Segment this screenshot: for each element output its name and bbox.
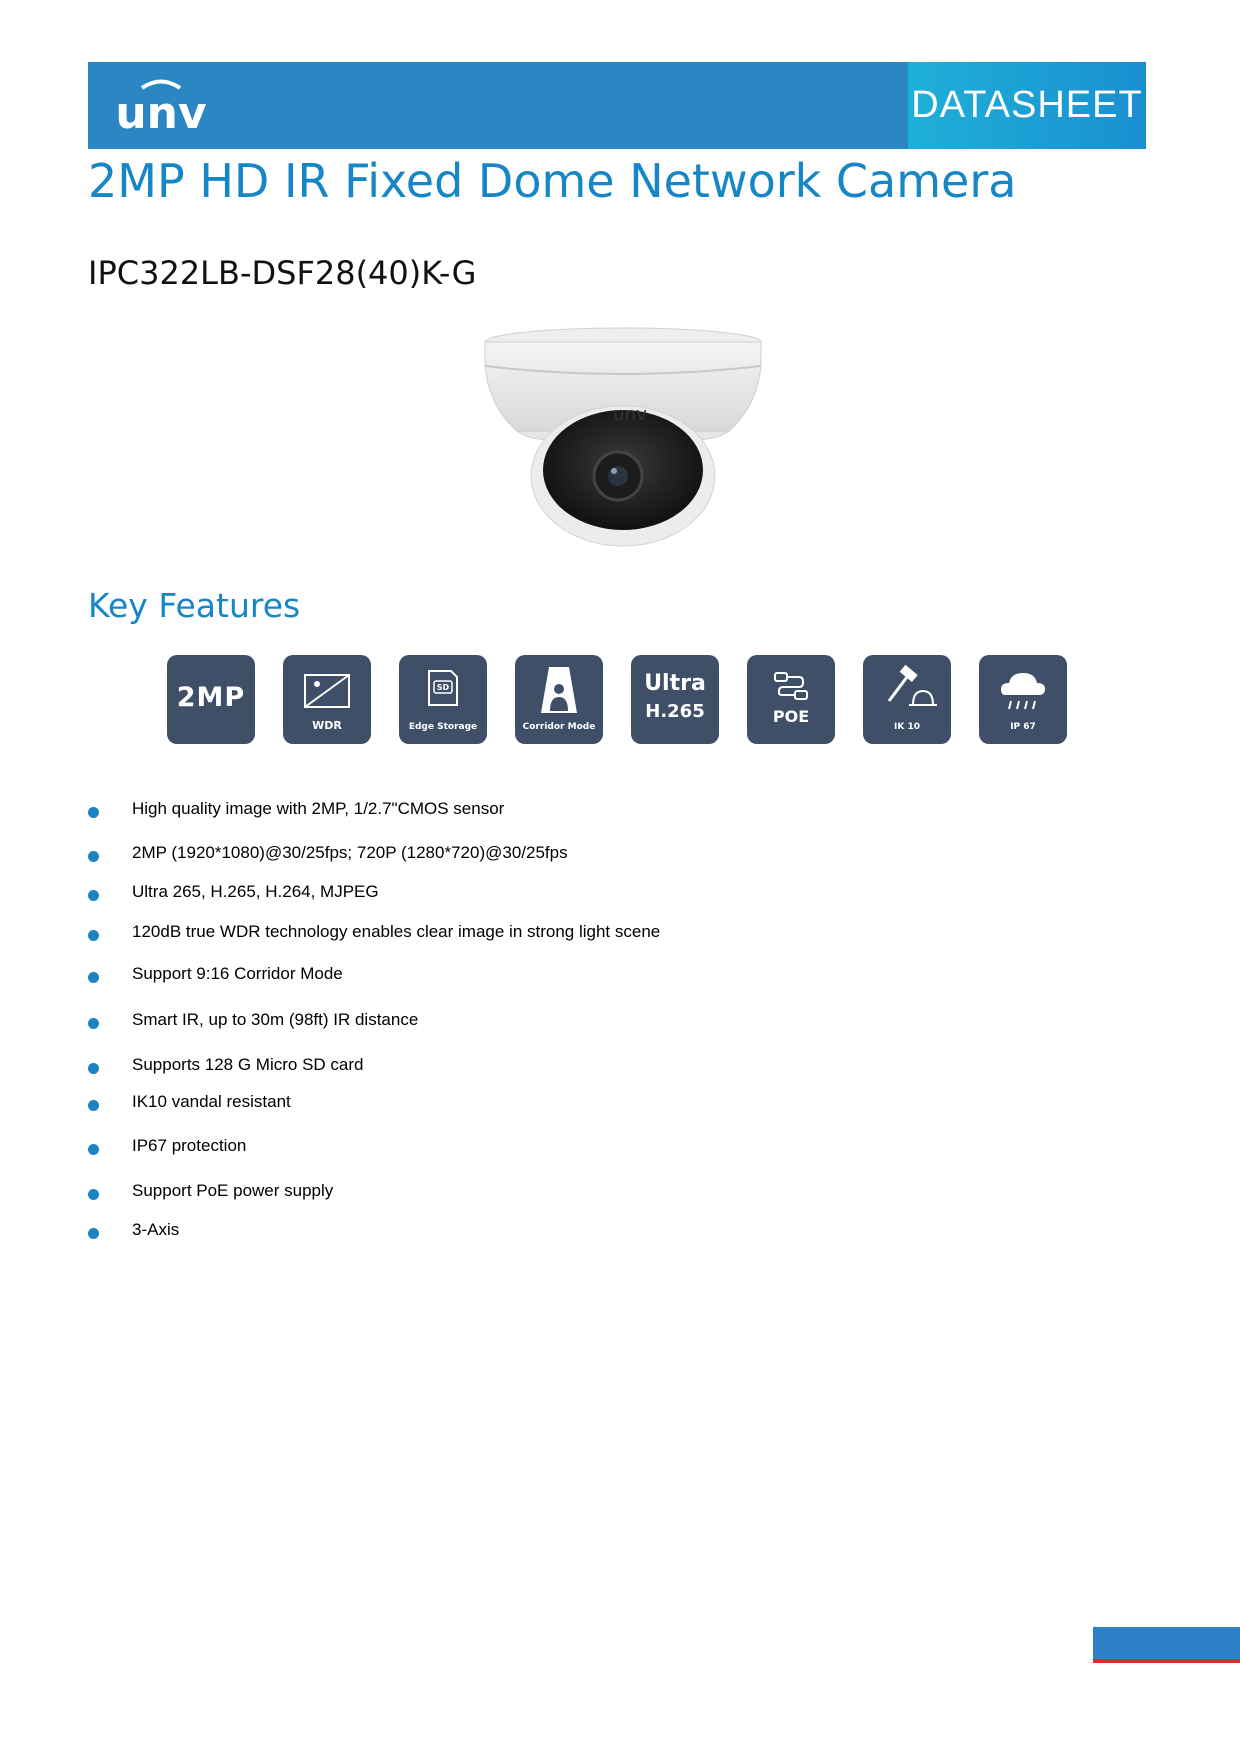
key-features-heading: Key Features — [88, 586, 301, 625]
header-bar: unv DATASHEET — [88, 62, 1146, 149]
2mp-icon: 2MP — [167, 655, 255, 744]
hammer-icon: IK 10 — [863, 655, 951, 744]
bullet-icon — [88, 1144, 99, 1155]
feature-icons-row: 2MP WDR SD Edge Storage Corridor Mode Ul… — [167, 655, 1071, 744]
poe-icon: POE — [747, 655, 835, 744]
poe-icon-label: POE — [772, 707, 810, 726]
page-title: 2MP HD IR Fixed Dome Network Camera — [88, 154, 1017, 208]
bullet-icon — [88, 1018, 99, 1029]
bullet-icon — [88, 1063, 99, 1074]
bullet-icon — [88, 890, 99, 901]
svg-text:SD: SD — [437, 683, 450, 692]
wdr-icon-label: WDR — [312, 719, 342, 732]
camera-logo: unv — [613, 404, 647, 425]
footer-accent-bar — [1093, 1627, 1240, 1663]
ultra-h265-icon: Ultra H.265 — [631, 655, 719, 744]
sd-card-icon-label: Edge Storage — [408, 722, 478, 732]
unv-logo: unv — [115, 79, 207, 136]
datasheet-badge: DATASHEET — [908, 62, 1146, 149]
bullet-icon — [88, 1228, 99, 1239]
hammer-icon-label: IK 10 — [894, 722, 920, 732]
bullet-icon — [88, 807, 99, 818]
rain-cloud-icon-label: IP 67 — [1010, 722, 1036, 732]
dome-camera-image: unv — [484, 327, 762, 547]
corridor-mode-icon-label: Corridor Mode — [522, 722, 596, 732]
2mp-icon-label: 2MP — [176, 682, 246, 713]
bullet-icon — [88, 851, 99, 862]
bullet-icon — [88, 972, 99, 983]
logo-text: unv — [115, 88, 207, 136]
model-number: IPC322LB-DSF28(40)K-G — [88, 254, 477, 292]
corridor-mode-icon: Corridor Mode — [515, 655, 603, 744]
bullet-icon — [88, 1189, 99, 1200]
wdr-icon: WDR — [283, 655, 371, 744]
bullet-icon — [88, 930, 99, 941]
bullet-icon — [88, 1100, 99, 1111]
h265-label: H.265 — [645, 701, 705, 722]
rain-cloud-icon: IP 67 — [979, 655, 1067, 744]
sd-card-icon: SD Edge Storage — [399, 655, 487, 744]
ultra-label: Ultra — [644, 671, 706, 696]
